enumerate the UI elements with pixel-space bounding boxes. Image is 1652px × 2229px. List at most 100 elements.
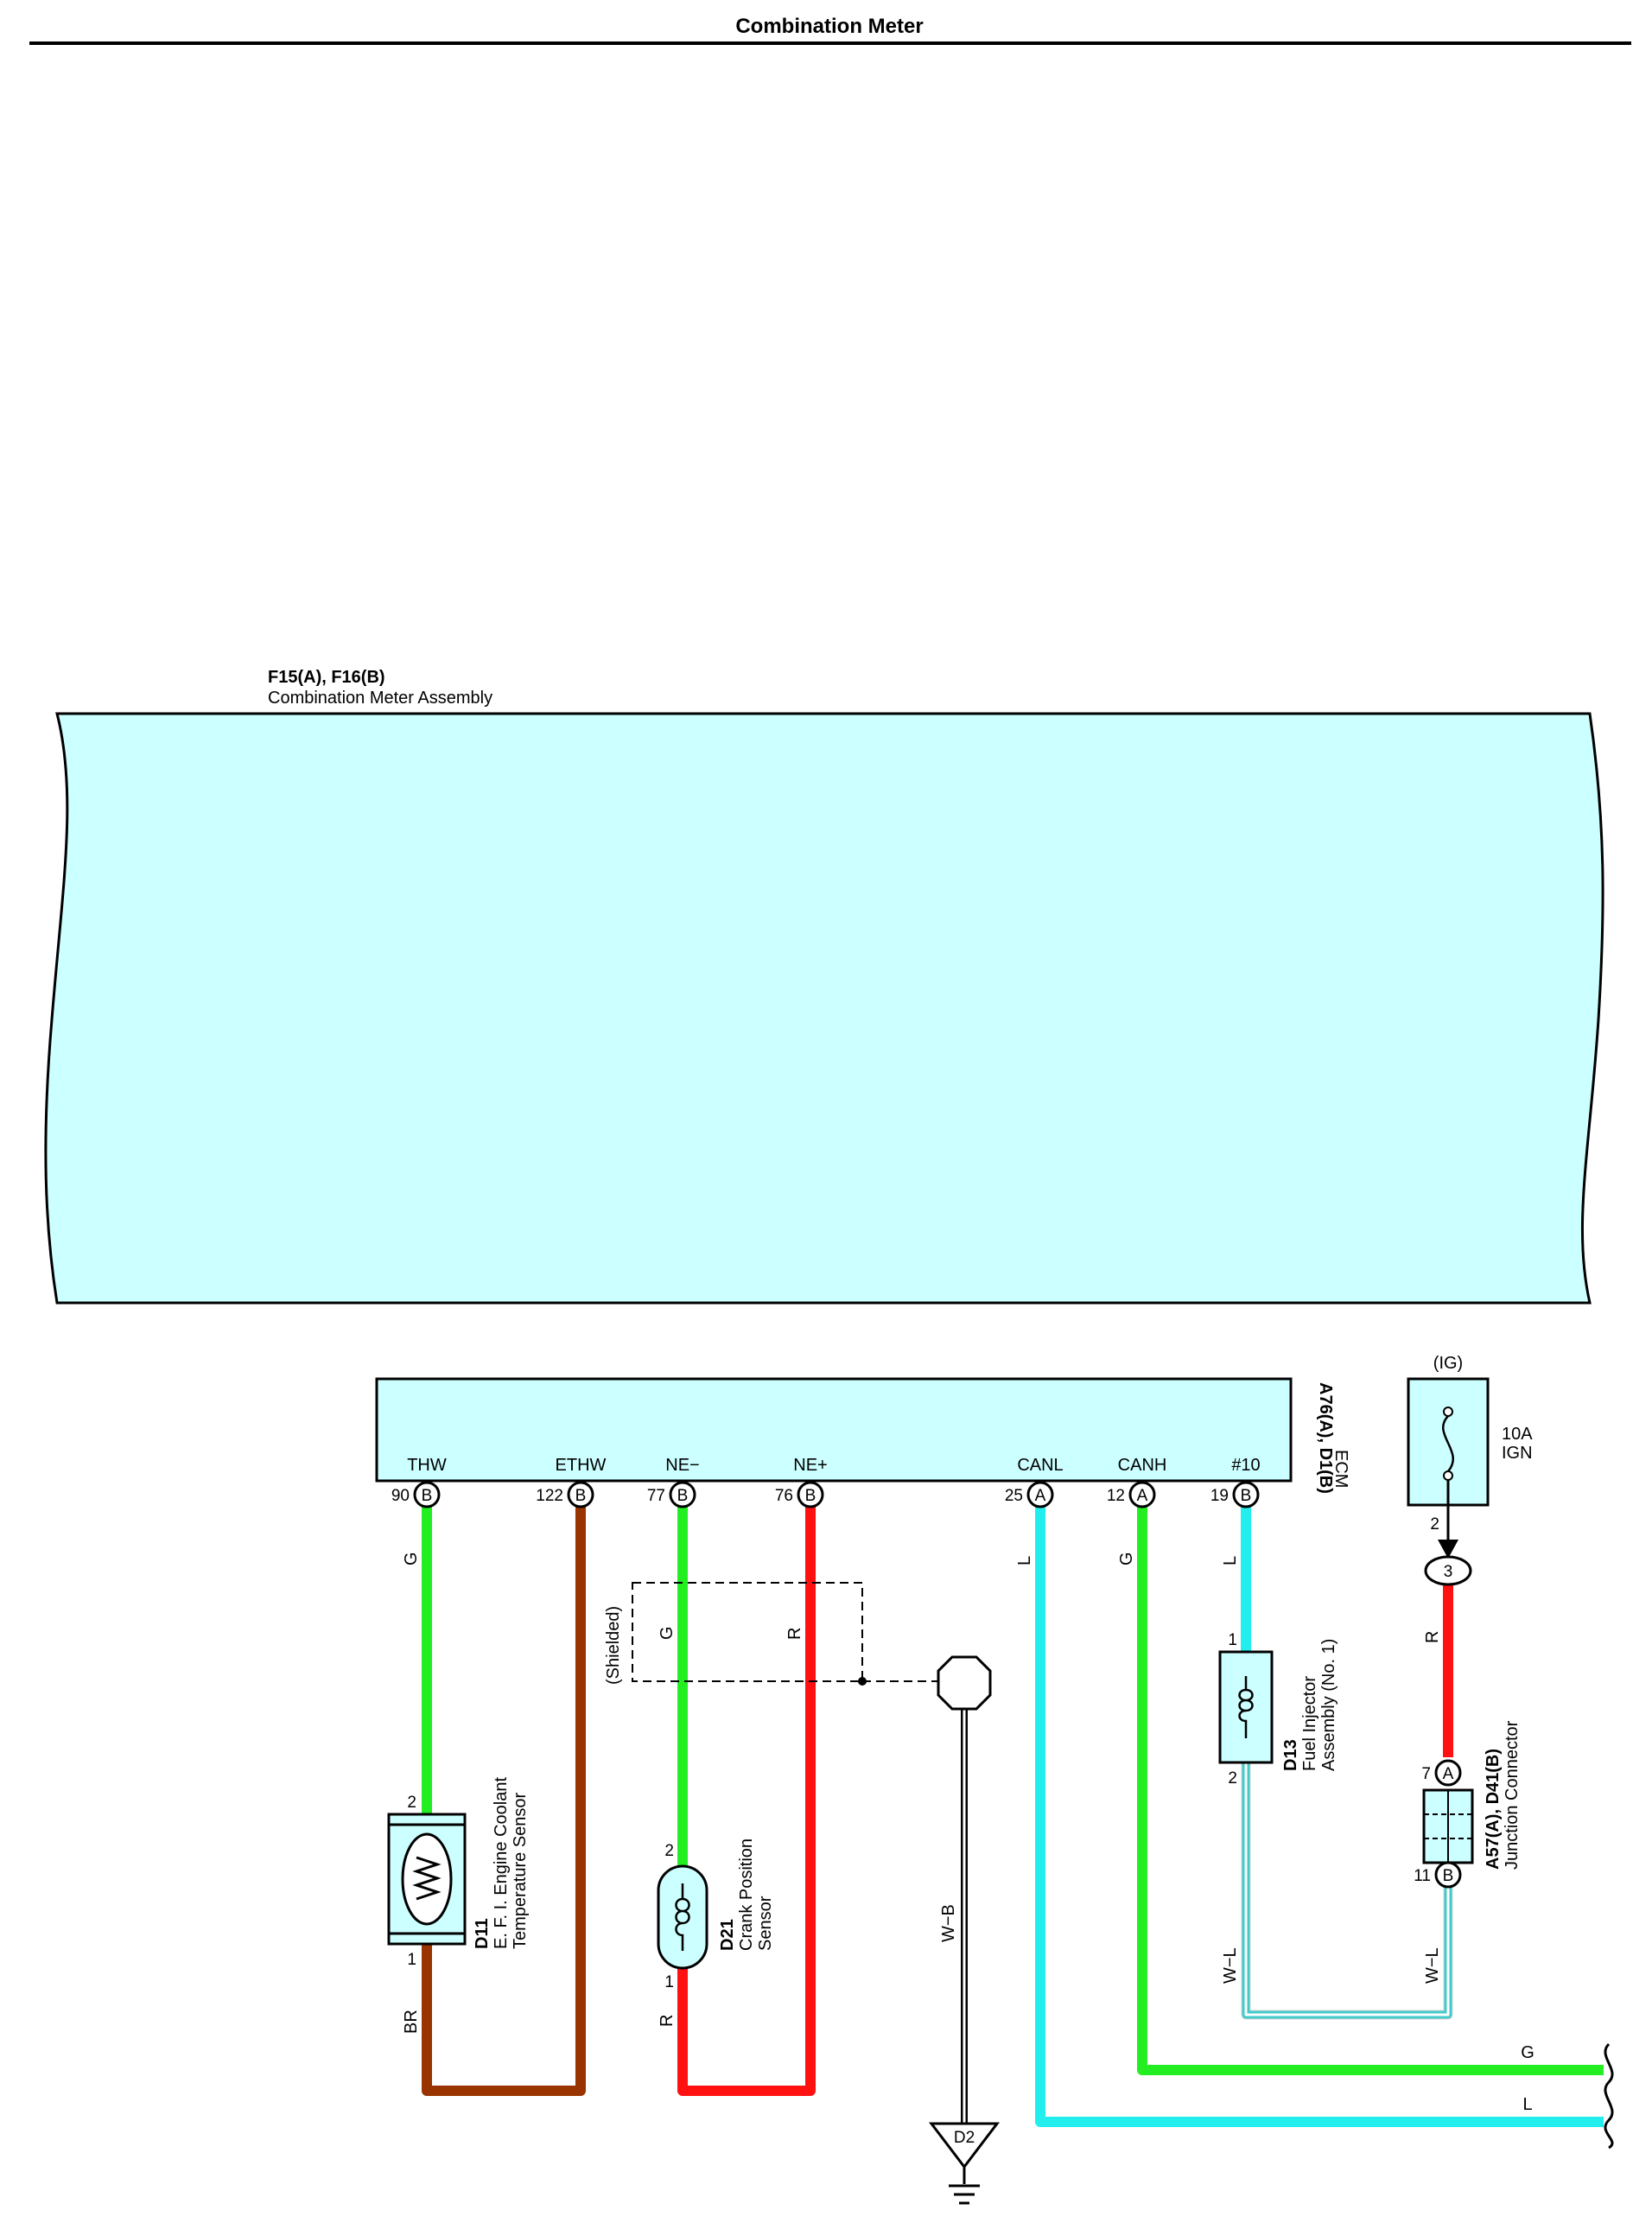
shield-label: (Shielded) (604, 1606, 623, 1685)
wire-label-canl: L (1015, 1556, 1034, 1565)
coolant-pin-top: 2 (407, 1794, 416, 1812)
fuse-icon (1442, 1407, 1454, 1505)
junction-pin-bottom: 11 (1414, 1867, 1431, 1885)
ground-icon (949, 2167, 980, 2205)
coil-icon (675, 1883, 690, 1951)
coolant-wire-bottom: BR (402, 2010, 421, 2034)
wire-ne-plus (677, 1505, 816, 2096)
ecm-signal-ne-plus: NE+ (793, 1456, 827, 1475)
ecm-pin-ethw: B 122 (536, 1481, 594, 1508)
pin-connector-letter: A (1035, 1487, 1046, 1505)
fuse-rating: 10A (1502, 1425, 1533, 1444)
ecm-signal-canl: CANL (1017, 1456, 1063, 1475)
crank-position-sensor (657, 1864, 708, 1970)
meter-ref: F15(A), F16(B) (268, 668, 385, 687)
ecm-pin-injector: B 19 (1210, 1481, 1260, 1508)
ground-splice (937, 1655, 992, 1711)
injector-pin-top: 1 (1228, 1631, 1237, 1649)
coolant-pin-bottom: 1 (407, 1951, 416, 1969)
wire-label-ne-minus: G (658, 1626, 677, 1640)
injector-ref: D13 (1281, 1739, 1300, 1771)
ecm-signal-injector: #10 (1231, 1456, 1260, 1475)
wire-label-canh: G (1117, 1552, 1136, 1565)
ecm-signal-ne-minus: NE− (665, 1456, 699, 1475)
pin-connector-letter: A (1137, 1487, 1148, 1505)
crank-pin-bottom: 1 (664, 1973, 674, 1991)
shield-box (632, 1582, 863, 1682)
ecm-signal-thw: THW (407, 1456, 447, 1475)
ecm-pin-canl: A 25 (1005, 1481, 1054, 1508)
fuel-injector (1218, 1650, 1274, 1764)
junction-pin-top-connector: A (1443, 1765, 1454, 1783)
wire-w-l-outline (1241, 1762, 1453, 2020)
crank-wire-bottom: R (658, 2015, 677, 2027)
fuse-name: IGN (1502, 1444, 1533, 1463)
wire-ethw (422, 1505, 586, 2096)
coil-icon (1238, 1676, 1254, 1738)
wire-canl (1035, 1505, 1604, 2127)
fuse-junction-pin (1424, 1555, 1472, 1586)
wire-w-l (1242, 1762, 1452, 2019)
junction-pin-top: 7 (1421, 1765, 1431, 1783)
ecm-pin-canh: A 12 (1107, 1481, 1156, 1508)
resistor-icon (412, 1856, 442, 1901)
fuse-pin-out: 2 (1430, 1515, 1439, 1534)
can-bus-canh-wire: G (1521, 2043, 1534, 2062)
meter-name: Combination Meter Assembly (268, 689, 492, 708)
injector-pin-bottom: 2 (1228, 1769, 1237, 1788)
can-bus-canl-wire: L (1522, 2095, 1532, 2114)
coolant-sensor-name-2: Temperature Sensor (511, 1792, 530, 1949)
coolant-sensor-ref: D11 (473, 1918, 492, 1949)
pin-connector-letter: B (677, 1487, 689, 1505)
injector-name-1: Fuel Injector (1300, 1676, 1319, 1771)
ecm-signal-ethw: ETHW (556, 1456, 607, 1475)
pin-connector-letter: B (1241, 1487, 1252, 1505)
ground-connector (928, 2122, 1001, 2169)
ecm-name: ECM (1331, 1450, 1350, 1488)
junction-name: Junction Connector (1503, 1720, 1522, 1870)
coolant-sensor-name-1: E. F. I. Engine Coolant (492, 1777, 511, 1949)
junction-wire-bottom: W−L (1423, 1947, 1442, 1984)
junction-pin-bottom-connector: B (1443, 1867, 1454, 1885)
ecm-signal-canh: CANH (1118, 1456, 1167, 1475)
pin-number: 122 (536, 1487, 563, 1505)
coolant-temp-sensor (387, 1813, 467, 1946)
crank-sensor-name-1: Crank Position (737, 1838, 756, 1951)
pin-number: 77 (647, 1487, 665, 1505)
ground-wire-label: W−B (939, 1904, 958, 1942)
shield-junction (858, 1677, 867, 1686)
combination-meter-box (44, 712, 1604, 1305)
junction-connector (1422, 1759, 1474, 1889)
pin-number: 12 (1107, 1487, 1125, 1505)
crank-sensor-name-2: Sensor (756, 1896, 775, 1951)
crank-pin-top: 2 (664, 1842, 674, 1860)
pin-number: 76 (775, 1487, 793, 1505)
wire-w-l-core (1244, 1762, 1450, 2016)
injector-wire-bottom: W−L (1221, 1947, 1240, 1984)
pin-connector-letter: B (575, 1487, 587, 1505)
crank-sensor-ref: D21 (718, 1919, 737, 1951)
wire-label-injector: L (1221, 1556, 1240, 1565)
wire-break-icon (1604, 2042, 1614, 2150)
junction-ref: A57(A), D41(B) (1484, 1749, 1503, 1870)
ecm-pin-ne-plus: B 76 (775, 1481, 824, 1508)
fuse-source: (IG) (1433, 1354, 1463, 1373)
pin-number: 25 (1005, 1487, 1023, 1505)
wire-label-ne-plus: R (785, 1628, 804, 1640)
page-title: Combination Meter (735, 15, 923, 38)
ecm-pin-thw: B 90 (391, 1481, 441, 1508)
wire-label-thw: G (402, 1552, 421, 1565)
pin-number: 90 (391, 1487, 410, 1505)
ecm-box (375, 1377, 1293, 1483)
fuse-junction-number: 3 (1444, 1563, 1453, 1581)
injector-name-2: Assembly (No. 1) (1319, 1639, 1338, 1771)
ground-ref: D2 (954, 2129, 975, 2147)
ecm-pin-ne-minus: B 77 (647, 1481, 696, 1508)
wire-canh (1137, 1505, 1604, 2075)
pin-connector-letter: B (422, 1487, 433, 1505)
pin-connector-letter: B (805, 1487, 816, 1505)
ecm-ref: A76(A), D1(B) (1316, 1382, 1335, 1494)
fuse-wire-label: R (1423, 1631, 1442, 1643)
pin-number: 19 (1210, 1487, 1229, 1505)
